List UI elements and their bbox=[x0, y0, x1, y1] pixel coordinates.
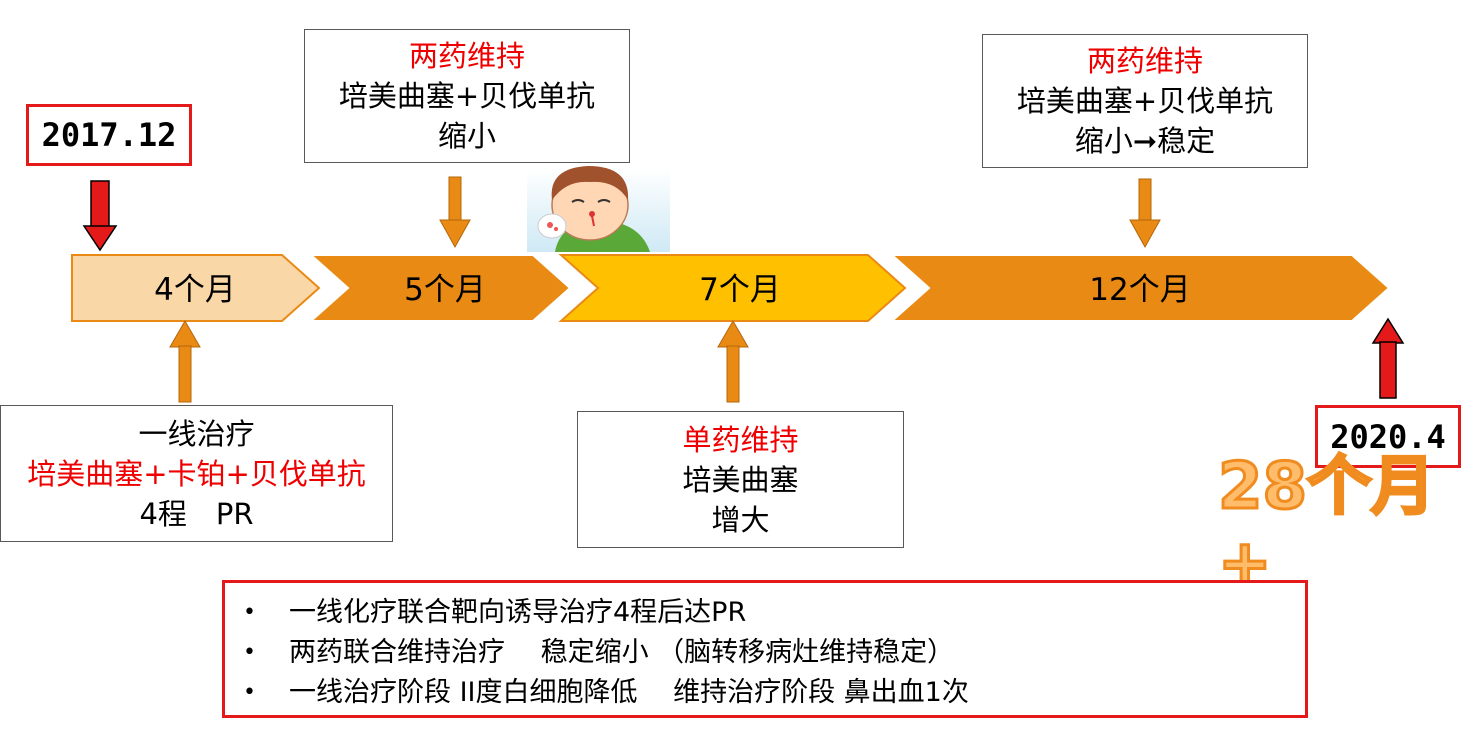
arrow-down-icon bbox=[1129, 178, 1161, 249]
summary-text: 一线化疗联合靶向诱导治疗4程后达PR bbox=[289, 597, 747, 628]
bullet-icon: • bbox=[243, 680, 256, 705]
end-arrow-icon bbox=[1371, 317, 1405, 399]
arrow-down-icon bbox=[439, 176, 471, 249]
arrow-up-icon bbox=[169, 319, 201, 403]
summary-text: 一线治疗阶段 II度白细胞降低 维持治疗阶段 鼻出血1次 bbox=[289, 677, 969, 708]
box-regimen: 培美曲塞+卡铂+贝伐单抗 bbox=[27, 456, 366, 491]
arrow-up-icon bbox=[717, 319, 749, 403]
segment-2-shape bbox=[308, 254, 572, 322]
box-title: 单药维持 bbox=[682, 422, 799, 457]
segment-4-label: 12个月 bbox=[1089, 271, 1191, 308]
segment-2-label: 5个月 bbox=[404, 271, 486, 308]
bullet-icon: • bbox=[243, 600, 256, 625]
child-nosebleed-icon bbox=[527, 166, 670, 252]
box-regimen: 培美曲塞+贝伐单抗 bbox=[1016, 84, 1274, 118]
summary-box: • 一线化疗联合靶向诱导治疗4程后达PR • 两药联合维持治疗 稳定缩小 （脑转… bbox=[222, 580, 1308, 718]
box-title: 两药维持 bbox=[1086, 44, 1203, 78]
end-date: 2020.4 bbox=[1315, 405, 1461, 468]
list-item: • 一线化疗联合靶向诱导治疗4程后达PR bbox=[239, 593, 1305, 633]
start-arrow-icon bbox=[82, 180, 118, 252]
box-title: 两药维持 bbox=[408, 39, 525, 73]
bullet-icon: • bbox=[243, 640, 256, 665]
first-line-box: 一线治疗 培美曲塞+卡铂+贝伐单抗 4程 PR bbox=[0, 405, 393, 542]
segment-1-label: 4个月 bbox=[154, 271, 236, 308]
segment-3-shape bbox=[558, 254, 907, 322]
segment-1-shape bbox=[71, 254, 321, 322]
box-result: 缩小➞稳定 bbox=[1074, 124, 1216, 158]
box-result: 增大 bbox=[711, 502, 770, 537]
box-title: 一线治疗 bbox=[138, 416, 255, 451]
segment-4-shape bbox=[889, 254, 1391, 322]
dual-maintenance-box-2: 两药维持 培美曲塞+贝伐单抗 缩小➞稳定 bbox=[982, 34, 1308, 168]
summary-text: 两药联合维持治疗 稳定缩小 （脑转移病灶维持稳定） bbox=[289, 637, 955, 668]
box-regimen: 培美曲塞+贝伐单抗 bbox=[338, 79, 596, 113]
list-item: • 一线治疗阶段 II度白细胞降低 维持治疗阶段 鼻出血1次 bbox=[239, 673, 1305, 713]
box-result: 缩小 bbox=[437, 119, 496, 153]
box-regimen: 培美曲塞 bbox=[682, 462, 799, 497]
segment-3-label: 7个月 bbox=[699, 271, 781, 308]
dual-maintenance-box-1: 两药维持 培美曲塞+贝伐单抗 缩小 bbox=[304, 29, 630, 163]
box-result: 4程 PR bbox=[139, 496, 254, 531]
single-maintenance-box: 单药维持 培美曲塞 增大 bbox=[577, 411, 904, 548]
total-duration: 28个月+ bbox=[1217, 449, 1437, 603]
list-item: • 两药联合维持治疗 稳定缩小 （脑转移病灶维持稳定） bbox=[239, 633, 1305, 673]
start-date: 2017.12 bbox=[26, 104, 192, 166]
